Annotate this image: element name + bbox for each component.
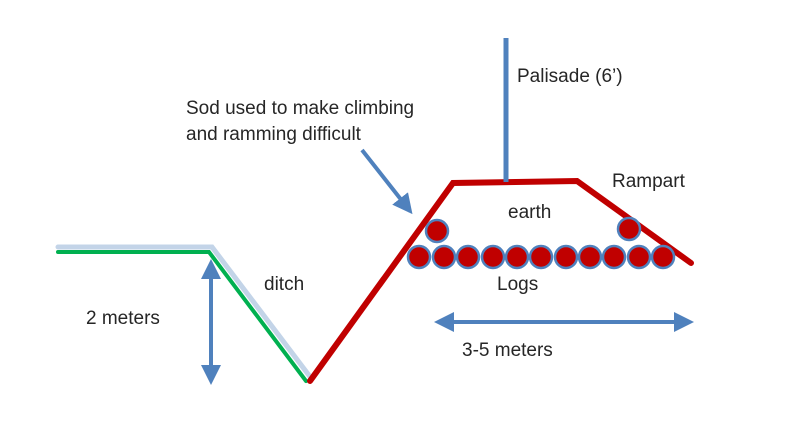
sod-arrow	[360, 148, 413, 215]
earth-label: earth	[508, 202, 552, 223]
log-circle	[480, 244, 506, 270]
ground-surface-line	[55, 244, 314, 381]
log-circle	[455, 244, 481, 270]
width-label: 3-5 meters	[462, 340, 553, 361]
ditch-label: ditch	[264, 274, 305, 295]
sod-annotation: Sod used to make climbing and ramming di…	[186, 96, 414, 148]
log-circle	[601, 244, 627, 270]
log-circle	[616, 216, 642, 242]
log-circle	[431, 244, 457, 270]
sod-annotation-line1: Sod used to make climbing	[186, 98, 415, 119]
palisade-label: Palisade (6’)	[517, 66, 623, 87]
log-circle	[504, 244, 530, 270]
log-circle	[553, 244, 579, 270]
log-circle	[626, 244, 652, 270]
depth-label: 2 meters	[86, 308, 160, 329]
log-circle	[406, 244, 432, 270]
grass-line	[56, 250, 308, 383]
log-circle	[528, 244, 554, 270]
log-circle	[577, 244, 603, 270]
rampart-label: Rampart	[612, 171, 685, 192]
log-circle	[424, 218, 450, 244]
sod-annotation-line2: and ramming difficult	[186, 124, 361, 145]
log-circle	[650, 244, 676, 270]
logs-label: Logs	[497, 274, 539, 295]
